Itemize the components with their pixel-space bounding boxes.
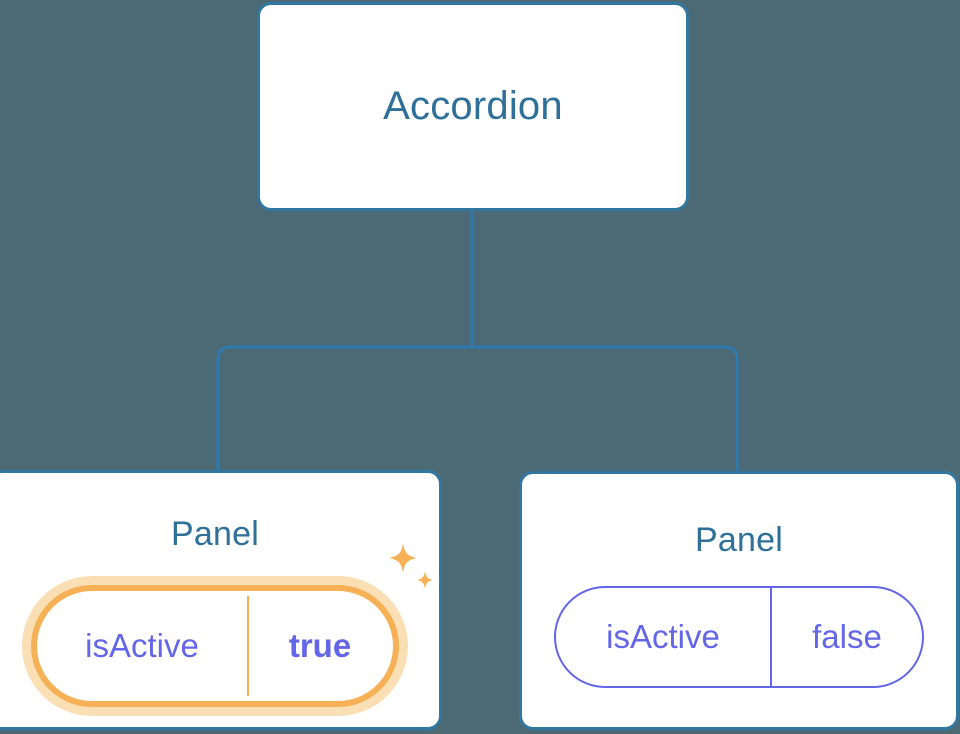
prop-value-true: true <box>247 591 393 701</box>
prop-value-false: false <box>770 588 922 686</box>
prop-pill-divider <box>247 596 249 696</box>
node-panel-active-title: Panel <box>171 515 259 553</box>
prop-pill-highlight-border: isActive true <box>31 585 399 707</box>
node-accordion-title: Accordion <box>383 84 563 128</box>
node-panel-inactive[interactable]: Panel isActive false <box>519 471 959 730</box>
prop-pill-isactive-false[interactable]: isActive false <box>554 586 924 688</box>
prop-value-true-text: true <box>288 627 352 664</box>
prop-pill-isactive-true[interactable]: isActive true <box>22 576 408 716</box>
node-panel-active-body: Panel isActive true <box>0 473 439 727</box>
node-accordion[interactable]: Accordion <box>257 2 689 211</box>
prop-key-isactive: isActive <box>85 627 199 664</box>
node-panel-inactive-title: Panel <box>695 521 783 559</box>
connector-to-right-panel <box>472 345 739 471</box>
connector-to-left-panel <box>216 345 472 470</box>
node-panel-active[interactable]: Panel isActive true <box>0 470 442 730</box>
node-panel-inactive-body: Panel isActive false <box>522 474 956 727</box>
prop-key-isactive: isActive <box>606 618 720 655</box>
